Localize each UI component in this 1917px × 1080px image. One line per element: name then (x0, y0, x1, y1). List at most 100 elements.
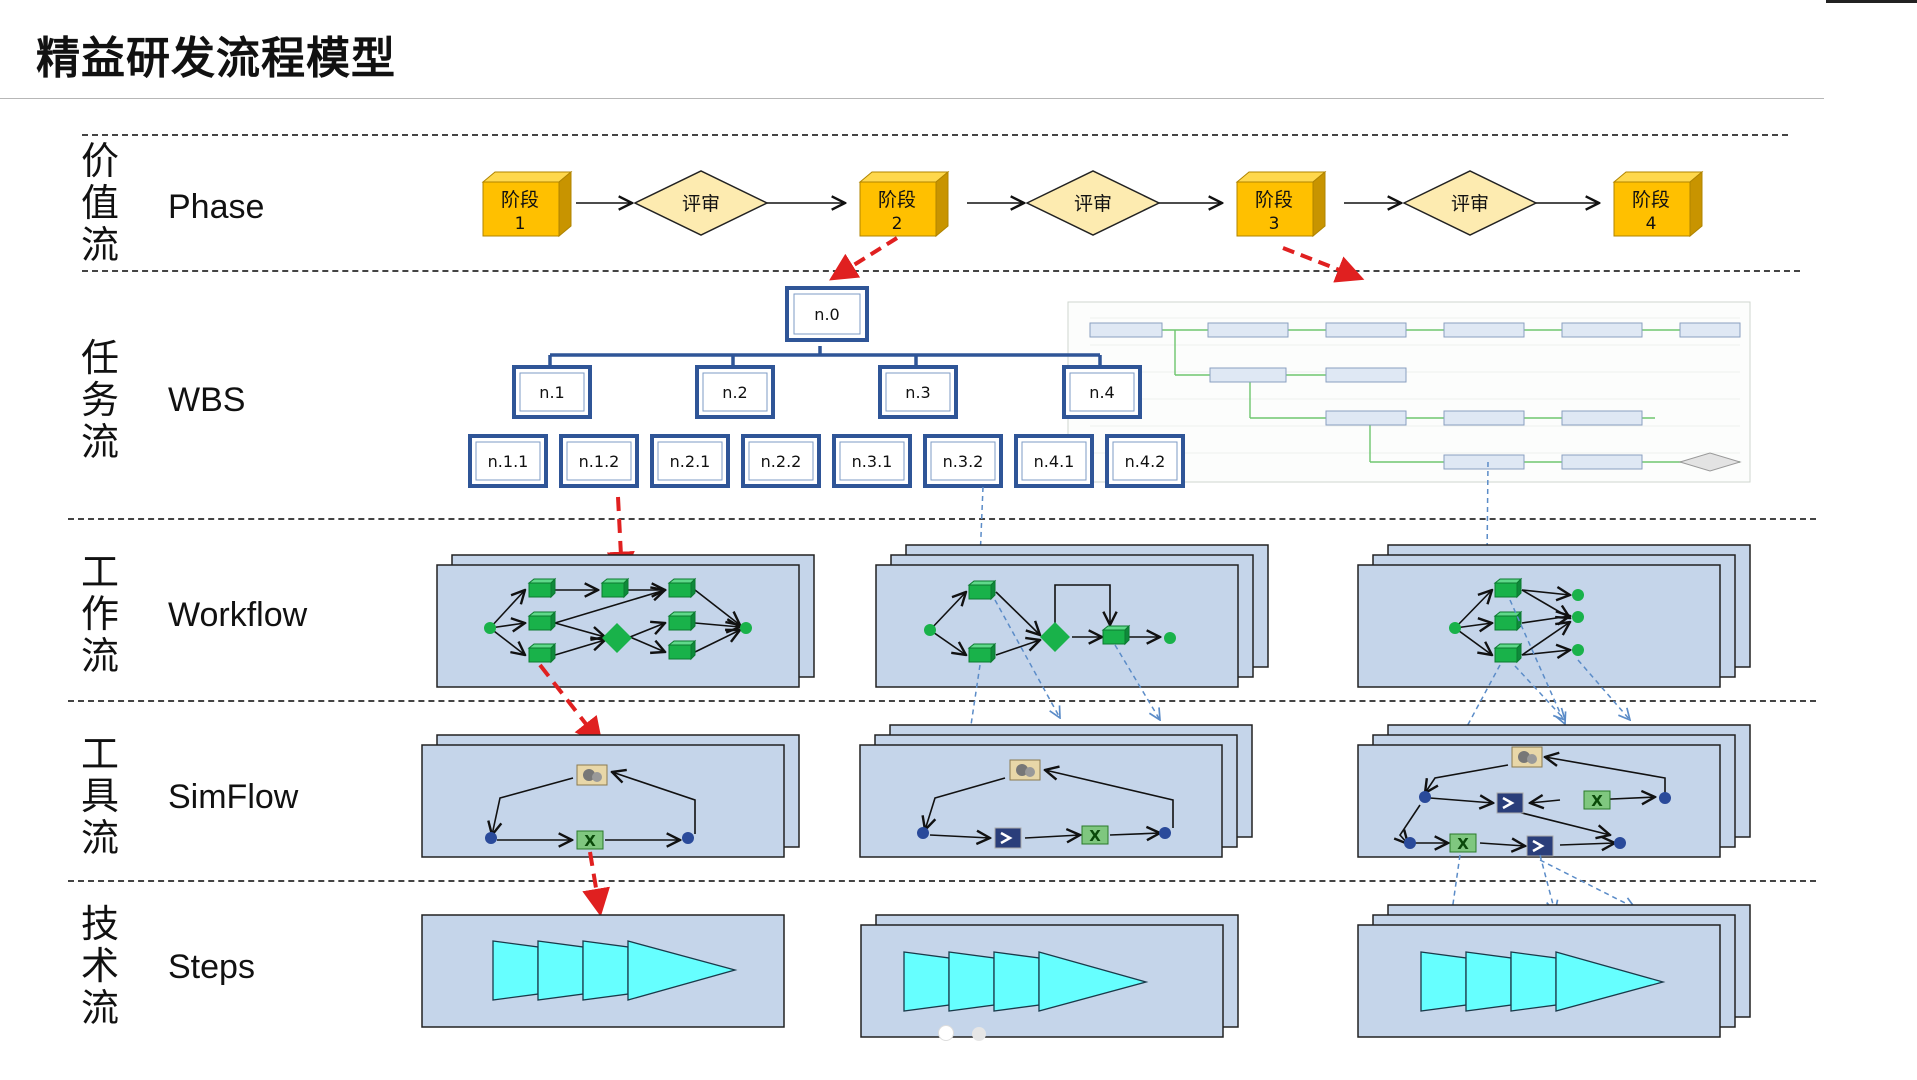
wbs-node-level2-label: n.1.2 (579, 452, 620, 471)
stage-4-label: 阶段 (1632, 189, 1670, 211)
workflow-task-icon (528, 643, 556, 663)
wbs-node-level1[interactable]: n.4 (1062, 365, 1142, 419)
wbs-node-level1-label: n.4 (1089, 383, 1114, 402)
row-divider (82, 134, 1788, 136)
wbs-node-level2-label: n.2.2 (761, 452, 802, 471)
wbs-node-level2-label: n.1.1 (488, 452, 529, 471)
workflow-task-icon (668, 640, 696, 660)
wbs-node-level1[interactable]: n.1 (512, 365, 592, 419)
row-divider (68, 700, 1816, 702)
wbs-node-level2[interactable]: n.4.2 (1105, 434, 1185, 488)
review-2-label: 评审 (1074, 193, 1112, 215)
review-3-label: 评审 (1451, 193, 1489, 215)
row-label-wbs: WBS (168, 381, 246, 419)
stage-3-label: 阶段 (1255, 189, 1293, 211)
wbs-node-root[interactable] (785, 286, 869, 342)
wbs-node-level1[interactable]: n.2 (695, 365, 775, 419)
pager-dot-active[interactable] (938, 1025, 954, 1041)
stage-2[interactable] (858, 170, 950, 238)
stage-box-icon (482, 181, 560, 237)
stage-box-icon (1613, 181, 1691, 237)
review-1-label: 评审 (682, 193, 720, 215)
row-label-cn-tool-stream: 工具流 (80, 732, 119, 860)
red-link-arrow (829, 236, 899, 281)
workflow-task-icon (528, 611, 556, 631)
workflow-task-icon (1494, 643, 1522, 663)
workflow-task-icon (1102, 625, 1130, 645)
row-label-cn-work-stream: 工作流 (80, 550, 119, 678)
stage-box-icon (859, 181, 937, 237)
stage-box-icon (1236, 181, 1314, 237)
wbs-node-level2[interactable]: n.2.1 (650, 434, 730, 488)
row-divider (82, 270, 1800, 272)
wbs-node-level2[interactable]: n.2.2 (741, 434, 821, 488)
wbs-node-level1[interactable]: n.3 (878, 365, 958, 419)
blue-link-arrow (980, 486, 983, 560)
wbs-tree-connectors (548, 346, 1102, 367)
page-title: 精益研发流程模型 (36, 33, 396, 84)
terminal-tool-icon (1495, 791, 1525, 815)
red-link-arrow (606, 496, 635, 580)
wbs-node-level2-label: n.3.2 (943, 452, 984, 471)
stage-2-num: 2 (892, 214, 903, 234)
row-label-phase: Phase (168, 188, 265, 226)
workflow-panel-3[interactable] (1357, 544, 1751, 688)
workflow-task-icon (528, 578, 556, 598)
step-arrows-1 (492, 940, 738, 1001)
gear-tool-icon (1511, 746, 1543, 768)
workflow-task-icon (668, 578, 696, 598)
row-divider (68, 880, 1816, 882)
wbs-node-level2[interactable]: n.1.2 (559, 434, 639, 488)
excel-tool-icon (1583, 790, 1611, 811)
workflow-decision-icon (602, 623, 632, 653)
wbs-node-root-label: n.0 (814, 305, 839, 324)
terminal-tool-icon (1525, 834, 1555, 858)
wbs-node-level2[interactable]: n.1.1 (468, 434, 548, 488)
workflow-decision-icon (1040, 622, 1070, 652)
stage-4-num: 4 (1646, 214, 1657, 234)
workflow-task-icon (1494, 611, 1522, 631)
wbs-level1-group: n.1 n.2 n.3 n.4 (512, 365, 1142, 419)
stage-3[interactable] (1235, 170, 1327, 238)
wbs-level2-group: n.1.1 n.1.2 n.2.1 n.2.2 n.3.1 n.3.2 n.4.1 n.4.2 (468, 434, 1185, 488)
wbs-node-level2[interactable]: n.3.2 (923, 434, 1003, 488)
stage-1-label: 阶段 (501, 189, 539, 211)
workflow-task-icon (601, 578, 629, 598)
gear-tool-icon (1009, 759, 1041, 781)
wbs-node-level2-label: n.3.1 (852, 452, 893, 471)
header-divider (0, 98, 1824, 99)
stage-3-num: 3 (1269, 214, 1280, 234)
row-label-cn-tech-stream: 技术流 (80, 902, 119, 1030)
simflow-panel-1[interactable] (421, 734, 800, 858)
stage-4[interactable] (1612, 170, 1704, 238)
gear-tool-icon (576, 764, 608, 786)
red-link-arrow (1282, 246, 1365, 283)
simflow-panel-3[interactable] (1357, 724, 1751, 858)
corner-bar (1826, 0, 1917, 3)
row-label-cn-value-stream: 价值流 (80, 139, 119, 267)
wbs-node-level2[interactable]: n.3.1 (832, 434, 912, 488)
wbs-node-level1-label: n.3 (905, 383, 930, 402)
excel-tool-icon (576, 830, 604, 851)
step-arrows-2 (903, 951, 1149, 1012)
stage-2-label: 阶段 (878, 189, 916, 211)
wbs-node-level2-label: n.4.2 (1125, 452, 1166, 471)
excel-tool-icon (1449, 833, 1477, 854)
stage-1-num: 1 (515, 214, 526, 234)
workflow-task-icon (968, 643, 996, 663)
wbs-node-level2[interactable]: n.4.1 (1014, 434, 1094, 488)
workflow-task-icon (668, 611, 696, 631)
workflow-panel-2[interactable] (875, 544, 1269, 688)
step-arrows-3 (1420, 951, 1666, 1012)
workflow-panel-1[interactable] (436, 554, 815, 688)
wbs-node-level1-label: n.2 (722, 383, 747, 402)
row-label-steps: Steps (168, 948, 255, 986)
pager-dot[interactable] (972, 1027, 987, 1041)
terminal-tool-icon (993, 826, 1023, 850)
stage-1[interactable] (481, 170, 573, 238)
wbs-node-level1-label: n.1 (539, 383, 564, 402)
wbs-node-level2-label: n.2.1 (670, 452, 711, 471)
row-label-cn-task-stream: 任务流 (80, 336, 119, 464)
excel-tool-icon (1081, 825, 1109, 846)
